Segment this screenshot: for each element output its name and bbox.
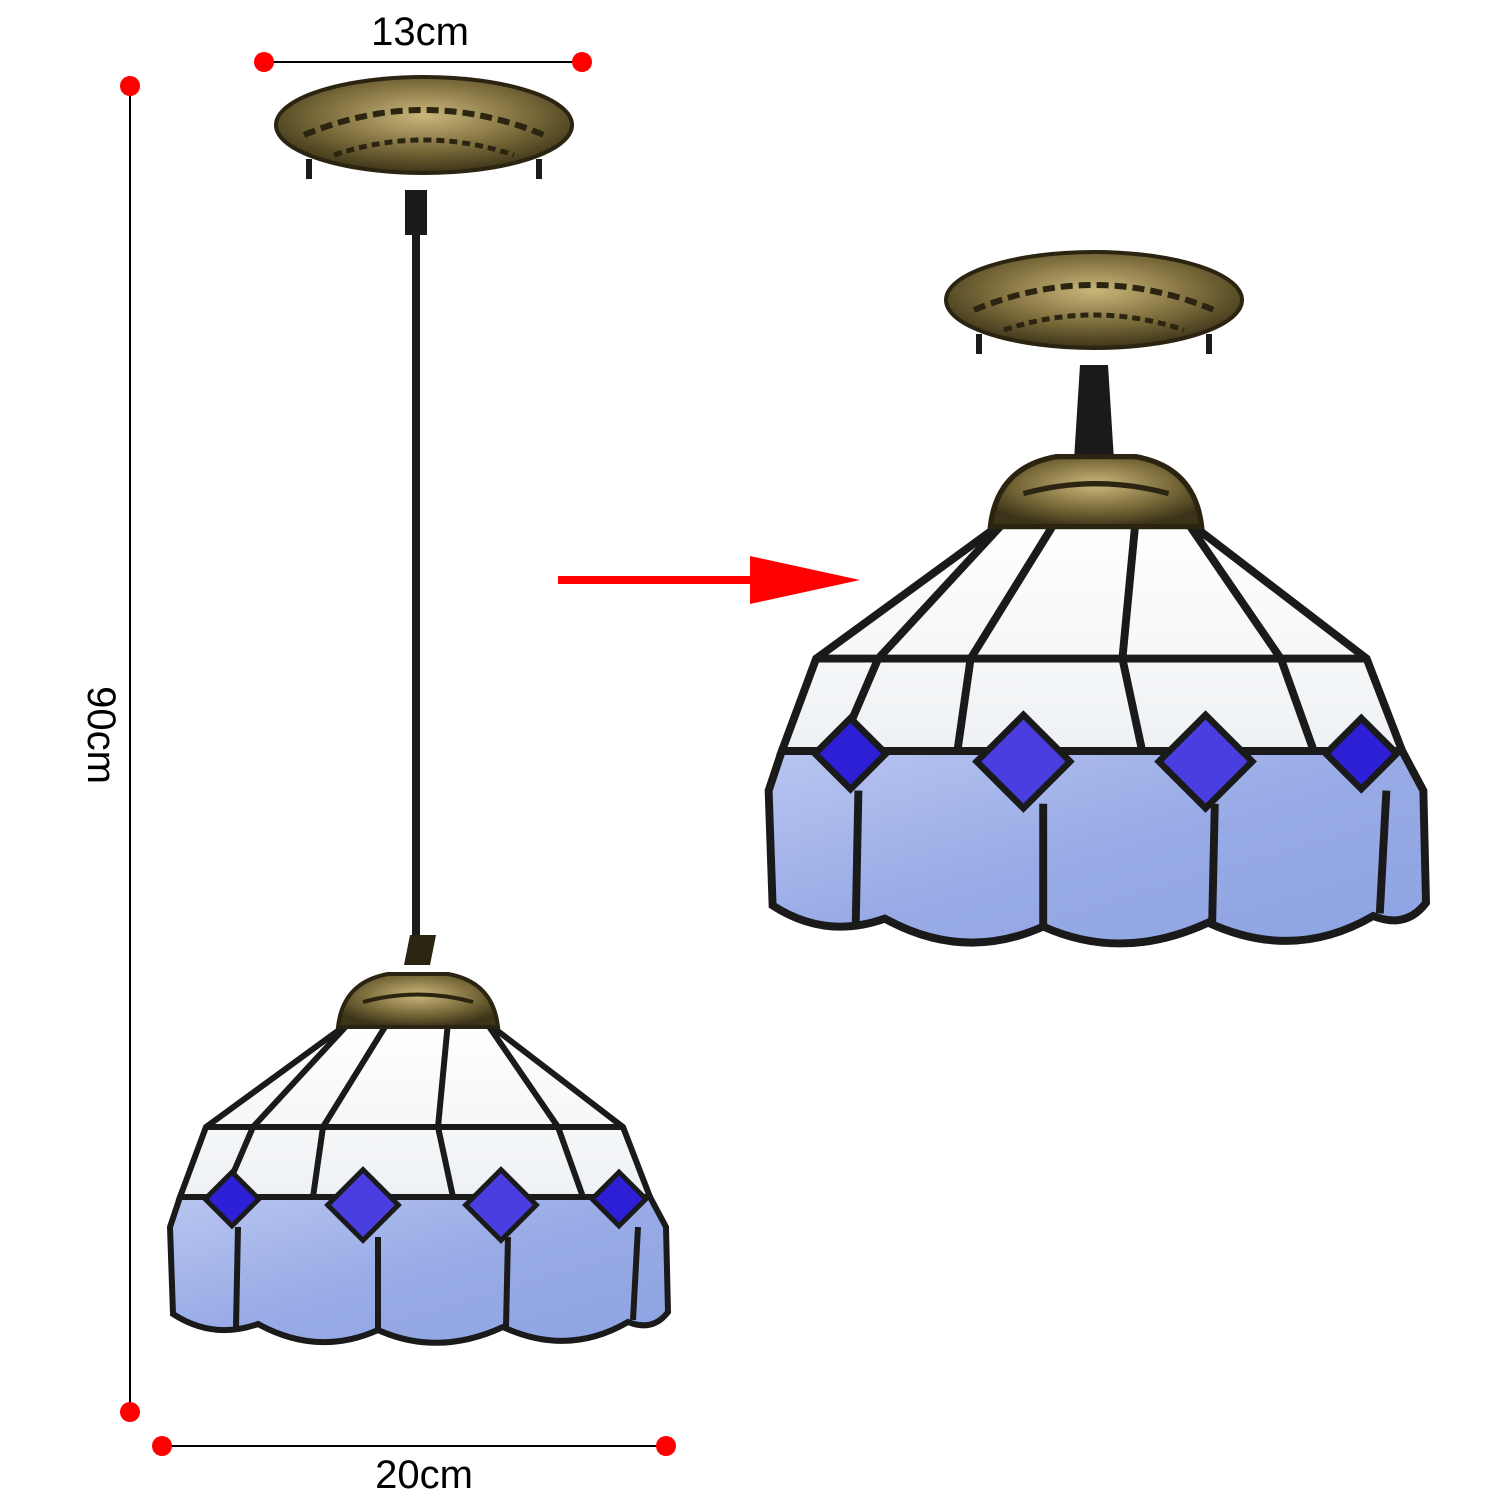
lamp-shade-right	[769, 457, 1426, 944]
flush-lamp-icon	[769, 252, 1426, 943]
lamp-shade-left	[170, 974, 668, 1343]
height-top-marker	[120, 76, 140, 96]
width-dimension-top: 13cm	[254, 10, 592, 72]
height-dimension: 90cm	[79, 76, 140, 1422]
pendant-lamp-icon	[170, 77, 668, 1343]
top-right-marker	[572, 52, 592, 72]
ceiling-canopy-left	[276, 77, 572, 179]
ceiling-plate-width-label: 13cm	[371, 10, 469, 54]
flush-stem	[1074, 365, 1114, 460]
total-height-label: 90cm	[79, 686, 123, 784]
bottom-right-marker	[656, 1436, 676, 1456]
width-dimension-bottom: 20cm	[152, 1436, 676, 1497]
bottom-left-marker	[152, 1436, 172, 1456]
ceiling-canopy-right	[946, 252, 1242, 354]
shade-width-label: 20cm	[375, 1453, 473, 1497]
cord-grip	[404, 935, 436, 965]
canopy-socket-left	[405, 190, 427, 235]
height-bottom-marker	[120, 1402, 140, 1422]
top-left-marker	[254, 52, 274, 72]
right-arrow-icon	[558, 556, 860, 604]
pendant-cord	[412, 230, 420, 950]
